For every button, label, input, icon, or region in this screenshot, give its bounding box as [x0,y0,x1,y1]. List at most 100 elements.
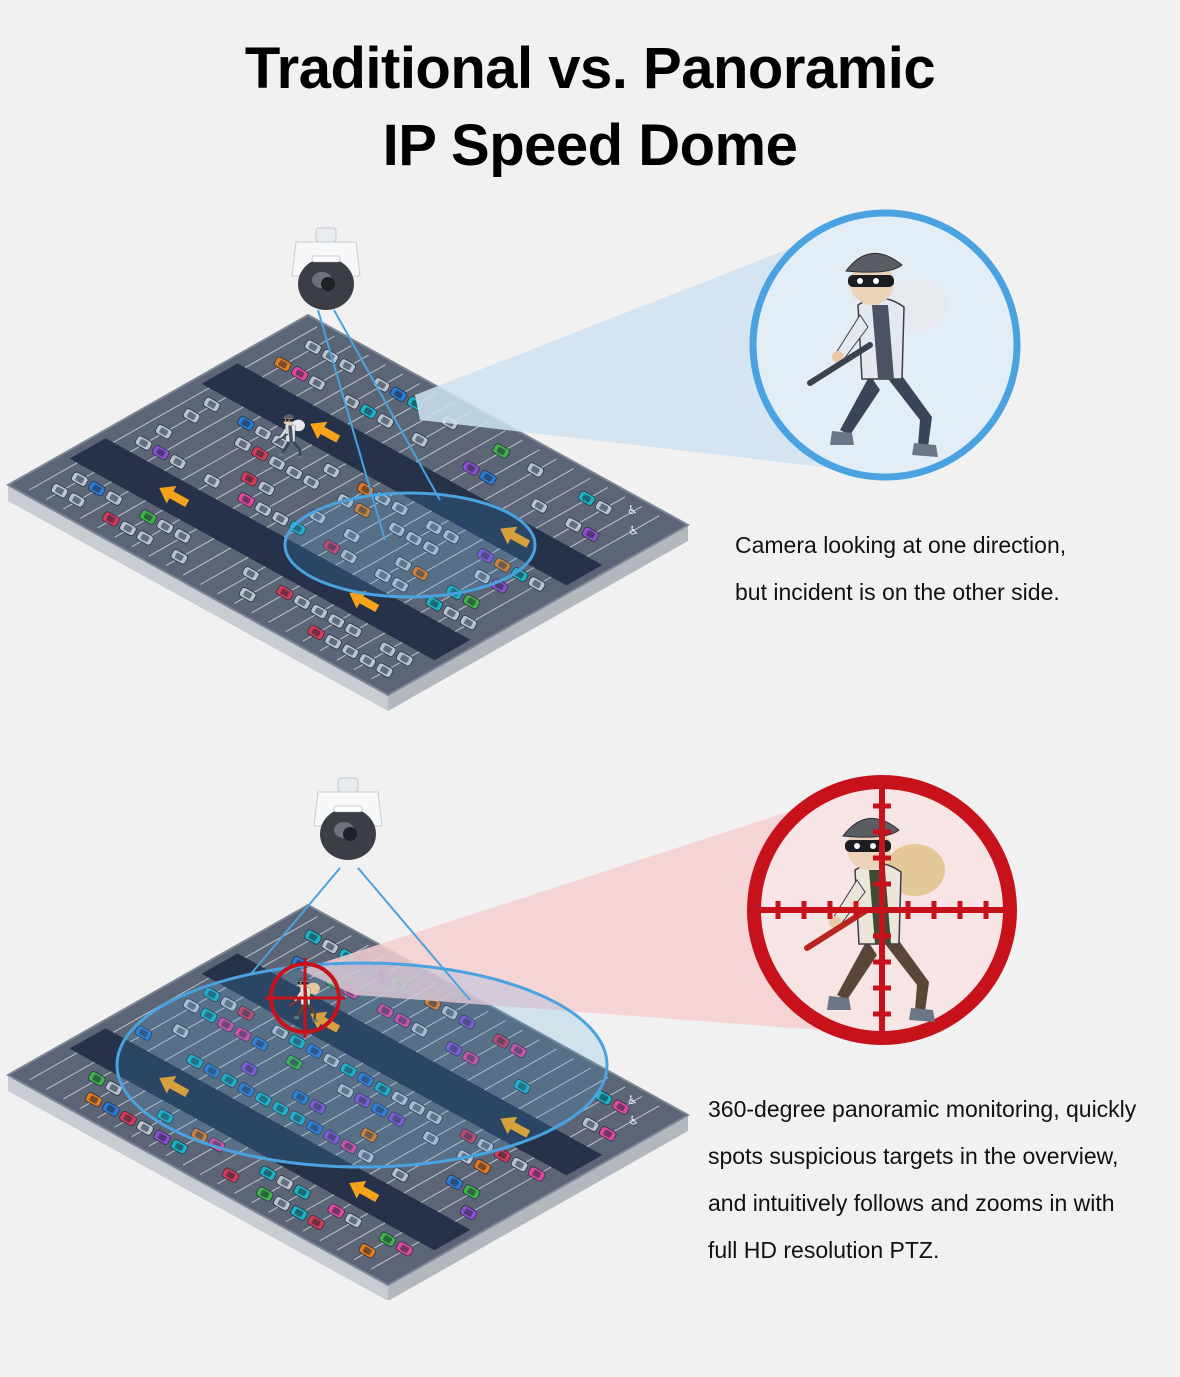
car-icon [374,567,392,583]
car-icon [153,1129,171,1145]
wheelchair-icon: ♿ [628,1114,639,1128]
car-icon [186,1053,204,1069]
car-icon [304,929,322,945]
car-icon [391,500,409,516]
crosshair-icon [754,782,1010,1038]
car-icon [274,356,292,372]
car-icon [88,481,106,497]
car-icon [353,502,372,518]
stall-line [501,468,574,510]
car-icon [422,540,440,556]
car-icon [105,490,123,506]
car-icon [256,1186,274,1202]
car-icon [307,1214,325,1230]
stall-line [518,1067,592,1110]
car-icon [304,339,322,355]
car-icon [240,1061,258,1077]
car-icon [425,519,443,535]
car-icon [217,1017,235,1033]
scene-panoramic: ♿♿ 360-degree panoramic monitoring, quic… [0,760,1180,1300]
car-icon [376,1003,395,1019]
stall-line [234,575,283,604]
lot-side-right [388,1115,688,1300]
car-icon [388,521,406,537]
car-icon [154,424,173,440]
stall-line [165,537,215,567]
traditional-caption: Camera looking at one direction, but inc… [735,522,1066,616]
stall-line [130,1014,179,1043]
car-icon [293,1184,311,1200]
car-icon [527,576,546,592]
stall-line [164,443,213,472]
lane-arrow-icon [500,1116,531,1138]
traditional-illustration: ♿♿ [5,209,1021,711]
car-icon [356,1071,375,1088]
car-icon [378,1231,397,1247]
stall-line [518,477,592,520]
car-icon [492,443,510,459]
stall-line [262,335,335,378]
car-icon [254,501,273,517]
stall-line [398,1001,472,1044]
stall-line [586,515,660,558]
car-icon [391,1090,409,1106]
car-icon [238,587,257,603]
car-icon [391,1167,409,1183]
car-icon [119,520,137,537]
stall-line [182,547,232,576]
stall-line [262,925,335,968]
car-icon [276,1175,294,1191]
car-icon [425,596,444,612]
car-icon [388,1111,406,1127]
car-icon [259,1165,277,1181]
stall-line [330,373,403,416]
car-icon [254,1091,273,1107]
car-icon [271,511,290,527]
stall-line [28,1052,78,1081]
car-icon [102,511,120,527]
stall-line [484,458,557,501]
car-icon [199,1007,218,1023]
car-icon [459,1205,478,1221]
stall-line [301,518,350,547]
car-icon [581,526,600,542]
car-icon [302,474,321,490]
view-cone [300,788,872,1034]
stall-line [112,414,162,443]
car-icon [182,408,201,424]
car-icon [411,565,429,581]
car-icon [308,375,326,391]
stall-line [181,452,230,481]
car-icon [151,444,170,461]
car-icon [220,996,238,1012]
car-icon [288,1034,306,1050]
stall-line [285,1194,334,1223]
car-icon [410,1022,429,1038]
camera-beam-line [249,867,341,976]
stall-line [484,1048,557,1091]
page-title: Traditional vs. Panoramic IP Speed Dome [0,30,1180,184]
car-icon [473,1158,492,1175]
car-icon [395,651,414,667]
car-icon [293,594,311,610]
car-icon [462,460,480,476]
car-icon [327,1203,345,1219]
stall-line [112,1004,162,1033]
car-icon [308,1099,327,1115]
car-icon [476,1138,495,1154]
car-icon [203,473,221,489]
car-icon [156,1108,174,1125]
car-icon [340,548,358,565]
stall-line [97,500,146,529]
car-icon [139,509,157,525]
parking-lot: ♿♿ [5,313,691,711]
stall-line [336,1222,386,1251]
stall-line [552,496,626,539]
car-icon [182,998,201,1014]
stall-line [403,575,453,604]
stall-line [296,354,369,397]
car-icon [577,490,596,506]
car-icon [395,1241,414,1257]
car-icon [389,386,408,402]
stall-line [335,537,384,566]
